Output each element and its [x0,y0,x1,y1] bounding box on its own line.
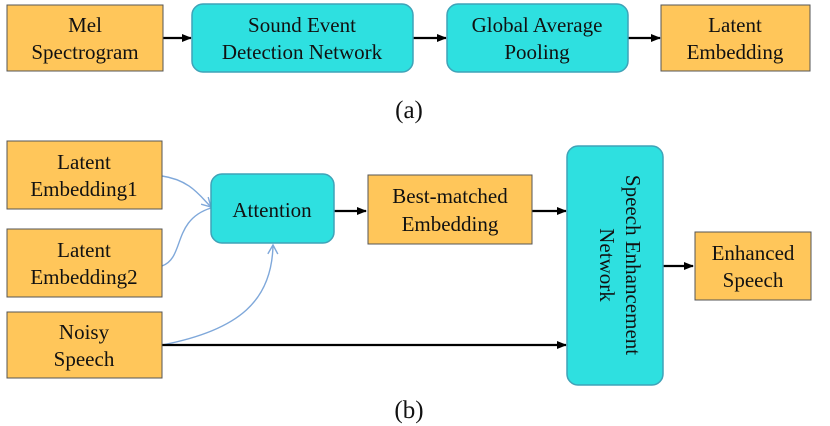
sen-line-2: Network [595,228,619,302]
sed-line-1: Sound Event [248,13,356,37]
best-matched-embedding-box: Best-matched Embedding [367,174,533,245]
latent-embedding1-box: Latent Embedding1 [6,140,163,210]
latent-line-1: Latent [708,13,762,37]
caption-a: (a) [395,97,423,124]
best-line-1: Best-matched [392,184,508,208]
latent1-line-2: Embedding1 [30,177,137,201]
panel-b: Latent Embedding1 Latent Embedding2 Nois… [6,140,812,424]
caption-b: (b) [394,397,423,424]
latent2-line-2: Embedding2 [30,265,137,289]
enhanced-line-1: Enhanced [712,241,795,265]
attention-label: Attention [232,198,312,222]
noisy-line-2: Speech [54,347,115,371]
latent1-line-1: Latent [57,150,111,174]
best-line-2: Embedding [402,212,499,236]
speech-enhancement-network-box: Speech Enhancement Network [566,145,664,386]
mel-line-1: Mel [68,13,102,37]
noisy-line-1: Noisy [59,320,110,344]
gap-line-2: Pooling [504,40,570,64]
attention-box: Attention [210,173,335,244]
gap-line-1: Global Average [472,13,603,37]
curve-latent2-to-attention [161,207,212,267]
latent-embedding-box: Latent Embedding [660,4,811,72]
latent2-line-1: Latent [57,238,111,262]
mel-spectrogram-box: Mel Spectrogram [6,4,164,72]
curve-latent1-to-attention [161,175,213,209]
latent-embedding2-box: Latent Embedding2 [6,228,163,298]
panel-a: Mel Spectrogram Sound Event Detection Ne… [6,3,811,124]
mel-line-2: Spectrogram [31,40,138,64]
noisy-speech-box: Noisy Speech [6,311,163,379]
curve-noisy-to-attention [161,243,279,346]
enhanced-speech-box: Enhanced Speech [694,231,812,301]
global-average-pooling-box: Global Average Pooling [446,3,629,73]
latent-line-2: Embedding [687,40,784,64]
sen-line-1: Speech Enhancement [621,175,645,355]
enhanced-line-2: Speech [723,268,784,292]
sed-network-box: Sound Event Detection Network [191,3,414,73]
sed-line-2: Detection Network [222,40,383,64]
